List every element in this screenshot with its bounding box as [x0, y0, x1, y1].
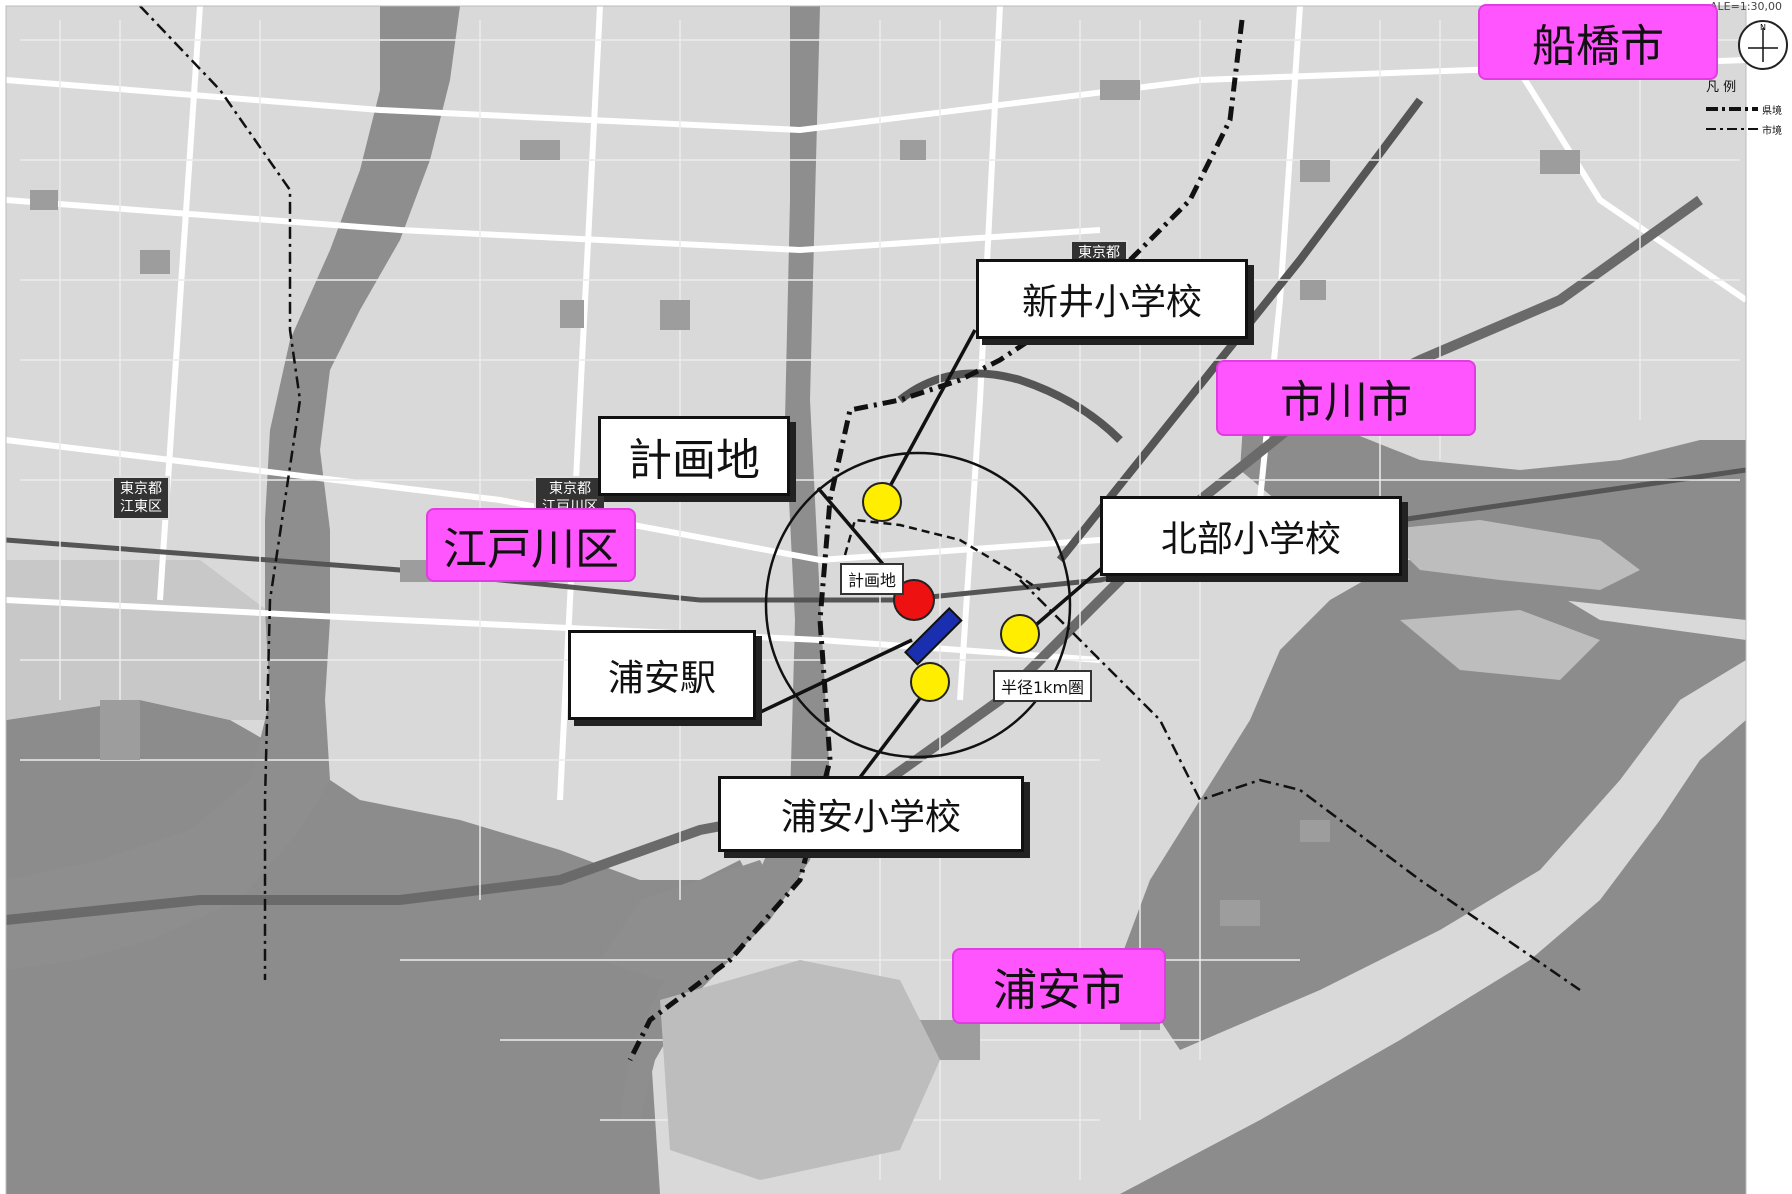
hokubu-school-callout: 北部小学校	[1100, 496, 1402, 576]
arai-school-callout: 新井小学校	[976, 259, 1248, 339]
arakawa-river	[6, 6, 460, 970]
edogawa-ward-label: 江戸川区	[426, 508, 636, 582]
tokyo-koto-line2: 江東区	[120, 499, 162, 515]
keikakuchi-small-label: 計画地	[840, 563, 905, 595]
arai-school-marker	[862, 482, 902, 522]
leader-hokubu	[1028, 566, 1104, 632]
scale-text: ALE=1:30,00	[1710, 0, 1783, 13]
city-border-east	[1019, 579, 1581, 992]
legend-city-label: 市境	[1762, 125, 1782, 137]
city-border-west	[139, 5, 302, 980]
urayasu-station-marker	[904, 607, 963, 666]
radius-label: 半径1km圏	[993, 670, 1093, 702]
site-boundary	[843, 518, 1041, 592]
east-bay-water	[1120, 720, 1746, 1194]
legend-city-row: 市境	[1706, 119, 1792, 139]
funabashi-city-label: 船橋市	[1478, 4, 1718, 80]
legend-title: 凡 例	[1706, 80, 1737, 95]
leader-arai	[886, 329, 977, 491]
tokyo-koto-line1: 東京都	[120, 481, 162, 497]
north-arrow-icon: N	[1738, 20, 1788, 70]
legend-prefecture-line-icon	[1706, 107, 1758, 111]
urayasu-station-callout: 浦安駅	[568, 630, 756, 720]
urayasu-school-callout: 浦安小学校	[718, 776, 1024, 852]
leader-urayasu-school	[856, 691, 926, 782]
tokyo-koto-label: 東京都 江東区	[112, 476, 170, 520]
legend: 凡 例 県境 市境	[1706, 76, 1792, 140]
leader-station	[747, 638, 913, 720]
prefecture-border	[627, 19, 1245, 1062]
legend-city-line-icon	[1706, 128, 1758, 130]
urayasu-city-label: 浦安市	[952, 948, 1166, 1024]
keikakuchi-callout: 計画地	[598, 416, 790, 496]
hokubu-school-marker	[1000, 614, 1040, 654]
compass-letter: N	[1760, 23, 1766, 32]
urayasu-school-marker	[910, 662, 950, 702]
legend-prefecture-row: 県境	[1706, 99, 1792, 119]
ichikawa-city-label: 市川市	[1216, 360, 1476, 436]
radius-1km-circle	[764, 451, 1072, 759]
tokyo-edogawa-line1: 東京都	[549, 481, 591, 497]
legend-prefecture-label: 県境	[1762, 105, 1782, 117]
bay-water	[6, 700, 760, 1194]
